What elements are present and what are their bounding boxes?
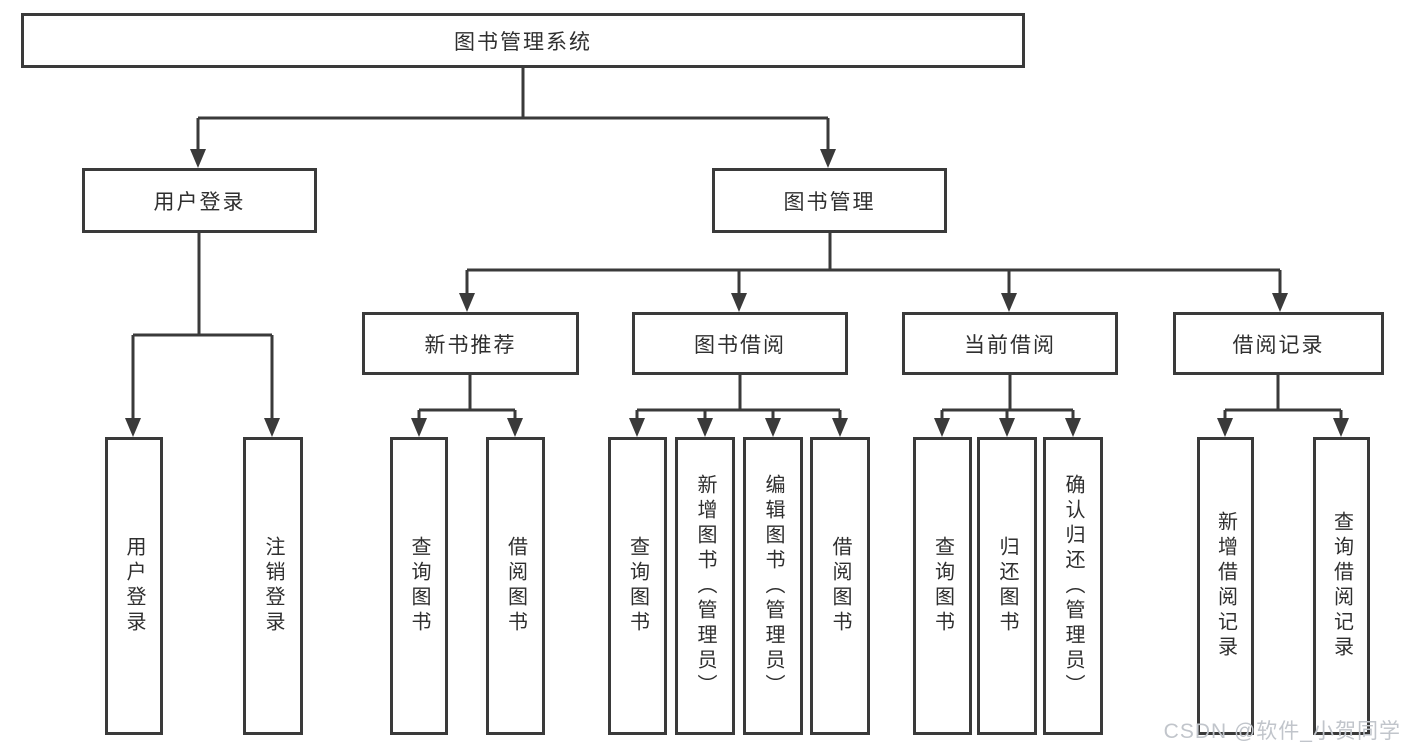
- leaf-query-books-current: 查询图书: [913, 437, 972, 735]
- leaf-borrow-books-borrowing: 借阅图书: [810, 437, 870, 735]
- arrowhead-down-icon: [1001, 293, 1017, 312]
- node-label: 查询图书: [626, 536, 649, 636]
- leaf-add-book-admin: 新增图书（管理员）: [675, 437, 735, 735]
- leaf-user-login: 用户登录: [105, 437, 163, 735]
- csdn-watermark: CSDN @软件_小贺同学: [1163, 720, 1401, 743]
- node-label: 注销登录: [262, 536, 284, 636]
- node-label: 新增借阅记录: [1214, 511, 1237, 661]
- node-label: 新书推荐: [424, 333, 517, 357]
- arrowhead-down-icon: [832, 418, 848, 437]
- leaf-confirm-return-admin: 确认归还（管理员）: [1043, 437, 1103, 735]
- node-label: 当前借阅: [964, 333, 1056, 357]
- leaf-query-borrow-record: 查询借阅记录: [1313, 437, 1370, 735]
- node-book-management: 图书管理: [712, 168, 947, 233]
- node-label: 查询图书: [408, 536, 430, 636]
- arrowhead-down-icon: [411, 418, 427, 437]
- arrowhead-down-icon: [125, 418, 141, 437]
- arrowhead-down-icon: [999, 418, 1015, 437]
- node-label: 新增图书（管理员）: [694, 473, 716, 699]
- node-user-login: 用户登录: [82, 168, 317, 233]
- leaf-borrow-books-recommend: 借阅图书: [486, 437, 545, 735]
- node-label: 编辑图书（管理员）: [762, 473, 784, 699]
- node-label: 归还图书: [996, 536, 1018, 636]
- leaf-return-books: 归还图书: [977, 437, 1037, 735]
- node-label: 图书借阅: [694, 333, 786, 357]
- node-label: 借阅图书: [829, 536, 851, 636]
- arrowhead-down-icon: [1217, 418, 1233, 437]
- node-label: 用户登录: [123, 536, 145, 636]
- node-label: 图书管理: [783, 190, 876, 214]
- arrowhead-down-icon: [1272, 293, 1288, 312]
- node-current-borrowing: 当前借阅: [902, 312, 1118, 375]
- leaf-logout: 注销登录: [243, 437, 303, 735]
- node-borrowing-records: 借阅记录: [1173, 312, 1384, 375]
- node-label: 用户登录: [153, 190, 246, 214]
- node-label: 查询借阅记录: [1330, 511, 1353, 661]
- arrowhead-down-icon: [459, 293, 475, 312]
- node-new-book-recommendation: 新书推荐: [362, 312, 579, 375]
- node-library-management-system: 图书管理系统: [21, 13, 1025, 68]
- arrowhead-down-icon: [934, 418, 950, 437]
- arrowhead-down-icon: [1333, 418, 1349, 437]
- arrowhead-down-icon: [507, 418, 523, 437]
- leaf-query-books-recommend: 查询图书: [390, 437, 448, 735]
- arrowhead-down-icon: [629, 418, 645, 437]
- node-label: 查询图书: [931, 536, 954, 636]
- node-book-borrowing: 图书借阅: [632, 312, 848, 375]
- arrowhead-down-icon: [1065, 418, 1081, 437]
- node-label: 借阅记录: [1232, 333, 1325, 357]
- arrowhead-down-icon: [731, 293, 747, 312]
- node-label: 图书管理系统: [454, 30, 592, 54]
- arrowhead-down-icon: [697, 418, 713, 437]
- arrowhead-down-icon: [820, 149, 836, 168]
- arrowhead-down-icon: [264, 418, 280, 437]
- leaf-edit-book-admin: 编辑图书（管理员）: [743, 437, 803, 735]
- arrowhead-down-icon: [765, 418, 781, 437]
- leaf-query-books-borrowing: 查询图书: [608, 437, 667, 735]
- node-label: 借阅图书: [504, 536, 527, 636]
- node-label: 确认归还（管理员）: [1062, 473, 1084, 699]
- arrowhead-down-icon: [190, 149, 206, 168]
- leaf-add-borrow-record: 新增借阅记录: [1197, 437, 1254, 735]
